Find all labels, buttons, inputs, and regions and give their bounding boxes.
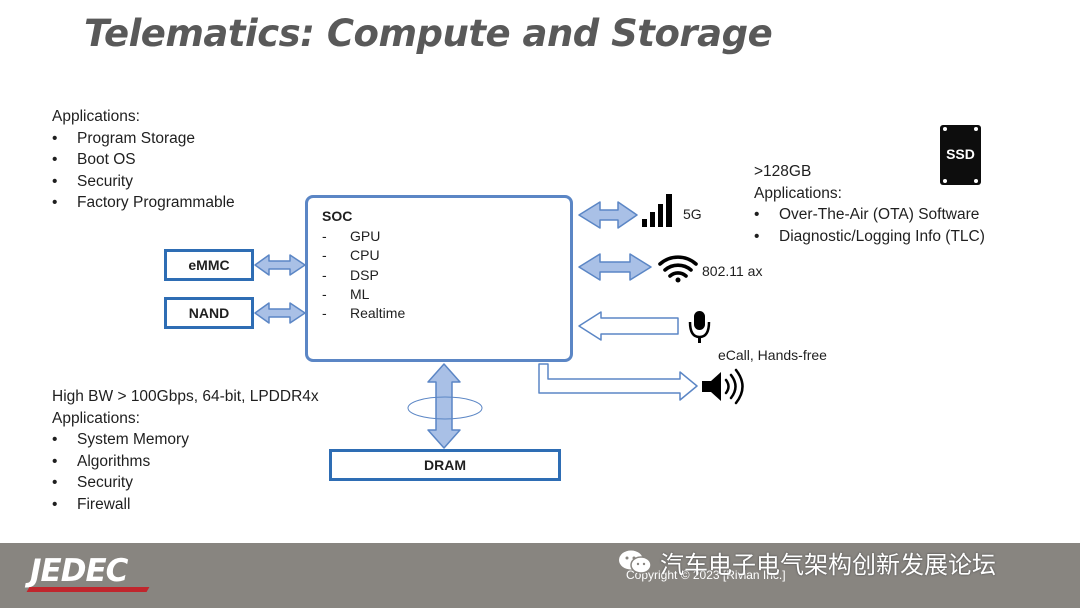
ssd-capacity: >128GB bbox=[754, 163, 812, 180]
soc-title: SOC bbox=[322, 208, 353, 224]
jedec-logo: JEDEC bbox=[30, 553, 128, 589]
soc-dram-arrow bbox=[427, 363, 461, 449]
list-item: GPU bbox=[322, 227, 405, 247]
soc-speaker-arrow bbox=[538, 363, 698, 401]
soc-box: SOC GPU CPU DSP ML Realtime bbox=[305, 195, 573, 362]
slide-title: Telematics: Compute and Storage bbox=[84, 12, 773, 55]
dram-spec: High BW > 100Gbps, 64-bit, LPDDR4x bbox=[52, 388, 319, 405]
wifi-icon bbox=[658, 255, 698, 283]
emmc-soc-arrow bbox=[254, 254, 306, 276]
mic-label: eCall, Hands-free bbox=[718, 347, 827, 363]
wechat-icon bbox=[619, 550, 652, 574]
soc-5g-arrow bbox=[578, 201, 638, 229]
list-item: Algorithms bbox=[52, 451, 319, 473]
ssd-icon-label: SSD bbox=[946, 146, 975, 162]
storage-applications-heading: Applications: bbox=[52, 108, 140, 125]
list-item: Over-The-Air (OTA) Software bbox=[754, 204, 985, 226]
dram-box: DRAM bbox=[329, 449, 561, 481]
list-item: DSP bbox=[322, 266, 405, 286]
rotation-indicator bbox=[407, 396, 483, 420]
watermark-text: 汽车电子电气架构创新发展论坛 bbox=[660, 552, 996, 579]
ssd-applications-heading: Applications: bbox=[754, 184, 842, 202]
mic-soc-arrow bbox=[578, 311, 679, 341]
microphone-icon bbox=[688, 311, 711, 343]
diagram-connectors bbox=[254, 194, 744, 449]
ssd-applications-block: >128GB Applications: Over-The-Air (OTA) … bbox=[754, 161, 985, 247]
list-item: Boot OS bbox=[52, 149, 235, 171]
list-item: Security bbox=[52, 472, 319, 494]
list-item: ML bbox=[322, 285, 405, 305]
storage-applications-block: Applications: Program Storage Boot OS Se… bbox=[52, 106, 235, 214]
footer-bar: JEDEC Copyright © 2023 [Rivian Inc.] 汽车电… bbox=[0, 543, 1080, 608]
dram-applications-block: High BW > 100Gbps, 64-bit, LPDDR4x Appli… bbox=[52, 386, 319, 515]
list-item: CPU bbox=[322, 246, 405, 266]
soc-component-list: GPU CPU DSP ML Realtime bbox=[322, 227, 405, 324]
soc-wifi-arrow bbox=[578, 253, 652, 281]
ssd-applications-list: Over-The-Air (OTA) Software Diagnostic/L… bbox=[754, 204, 985, 247]
cellular-label: 5G bbox=[683, 206, 702, 222]
speaker-icon bbox=[702, 368, 744, 405]
dram-applications-heading: Applications: bbox=[52, 409, 140, 427]
nand-box: NAND bbox=[164, 297, 254, 329]
emmc-box: eMMC bbox=[164, 249, 254, 281]
dram-applications-list: System Memory Algorithms Security Firewa… bbox=[52, 429, 319, 515]
list-item: Diagnostic/Logging Info (TLC) bbox=[754, 226, 985, 248]
wifi-label: 802.11 ax bbox=[702, 263, 763, 279]
list-item: Program Storage bbox=[52, 128, 235, 150]
ssd-icon: SSD bbox=[940, 125, 981, 185]
storage-applications-list: Program Storage Boot OS Security Factory… bbox=[52, 128, 235, 214]
list-item: Firewall bbox=[52, 494, 319, 516]
list-item: Security bbox=[52, 171, 235, 193]
copyright-text: Copyright © 2023 [Rivian Inc.] bbox=[626, 568, 786, 582]
list-item: Factory Programmable bbox=[52, 192, 235, 214]
list-item: System Memory bbox=[52, 429, 319, 451]
nand-soc-arrow bbox=[254, 302, 306, 324]
signal-bars-icon bbox=[642, 194, 672, 227]
jedec-logo-swoosh bbox=[26, 587, 150, 592]
list-item: Realtime bbox=[322, 304, 405, 324]
